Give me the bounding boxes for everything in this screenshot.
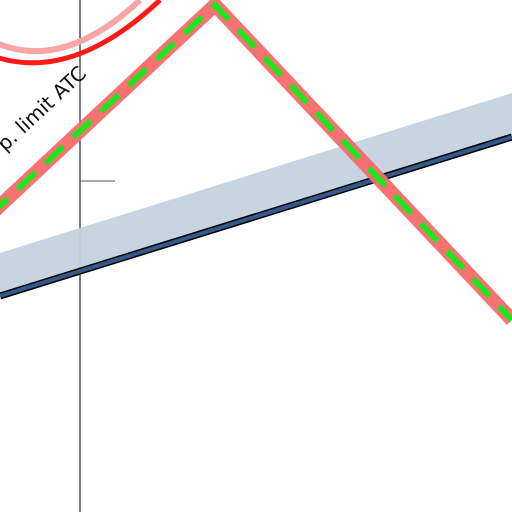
route-dashed	[0, 0, 512, 323]
airway-band-edge	[0, 135, 512, 298]
restricted-circle-outer	[0, 0, 162, 66]
airway-band	[0, 93, 512, 297]
restricted-circle-inner	[0, 0, 143, 55]
